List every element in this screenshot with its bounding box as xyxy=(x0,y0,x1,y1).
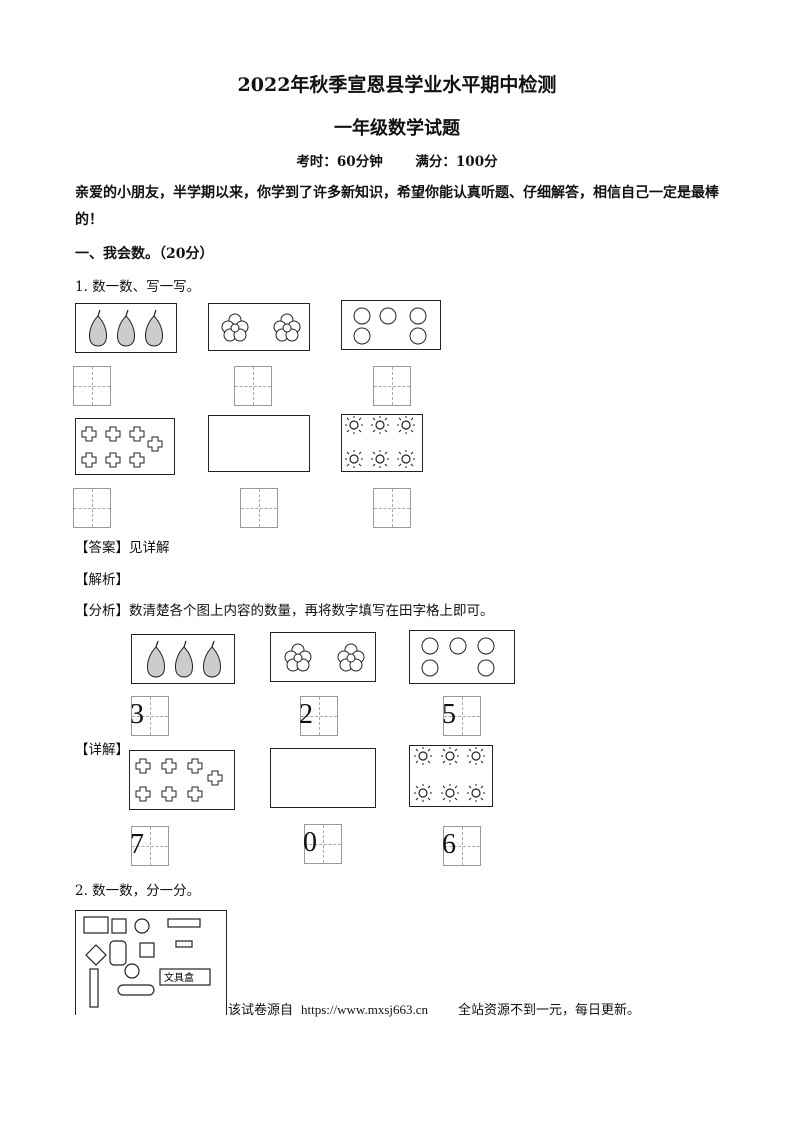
objects-illustration: 文具盒 xyxy=(83,916,211,1008)
solution-grid-6: 6 xyxy=(442,826,481,866)
answer-grid-1[interactable] xyxy=(73,366,111,406)
exam-score: 满分：100分 xyxy=(415,154,498,170)
sun-icon xyxy=(414,747,485,802)
solution-number: 0 xyxy=(303,827,317,858)
solution-grid-5: 0 xyxy=(303,824,342,864)
footer-source: 该试卷源自 xyxy=(228,1003,294,1018)
picture-box-pears xyxy=(75,303,177,353)
exam-meta: 考时：60分钟 满分：100分 xyxy=(0,150,794,170)
detail-tag: 【详解】 xyxy=(75,742,129,758)
solution-box-smileys xyxy=(409,630,515,684)
smiley-icon xyxy=(353,307,427,345)
solution-number: 5 xyxy=(442,699,456,730)
fenxi-line: 【分析】数清楚各个图上内容的数量，再将数字填写在田字格上即可。 xyxy=(75,599,494,619)
solution-box-empty xyxy=(270,748,376,808)
footer-note: 全站资源不到一元，每日更新。 xyxy=(458,1003,641,1018)
sun-icon xyxy=(345,416,415,468)
analysis-tag: 【解析】 xyxy=(75,572,129,588)
answer-tag: 【答案】 xyxy=(75,540,129,556)
answer-grid-5[interactable] xyxy=(240,488,278,528)
picture-box-empty xyxy=(208,415,310,472)
solution-box-flowers xyxy=(270,632,376,682)
answer-grid-3[interactable] xyxy=(373,366,411,406)
solution-grid-4: 7 xyxy=(130,826,169,866)
section-heading: 一、我会数。（20分） xyxy=(75,246,214,262)
flowers-icon xyxy=(221,313,301,342)
solution-number: 2 xyxy=(299,699,313,730)
answer-text: 见详解 xyxy=(129,540,170,556)
page-title: 2022年秋季宣恩县学业水平期中检测 xyxy=(237,74,557,96)
picture-box-crosses xyxy=(75,418,175,475)
picture-box-flowers xyxy=(208,303,310,351)
cross-shape-icon xyxy=(81,426,163,468)
solution-box-crosses xyxy=(129,750,235,810)
question-1-prompt: 1. 数一数、写一写。 xyxy=(75,279,201,295)
solution-grid-3: 5 xyxy=(442,696,481,736)
fenxi-tag: 【分析】 xyxy=(75,603,129,619)
solution-box-pears xyxy=(131,634,235,684)
objects-picture: 文具盒 xyxy=(75,910,227,1015)
pears-icon xyxy=(147,640,221,678)
solution-number: 7 xyxy=(130,829,144,860)
footer-link[interactable]: https://www.mxsj663.cn xyxy=(301,1002,429,1017)
fenxi-text: 数清楚各个图上内容的数量，再将数字填写在田字格上即可。 xyxy=(129,603,494,619)
solution-number: 6 xyxy=(442,829,456,860)
answer-grid-2[interactable] xyxy=(234,366,272,406)
answer-grid-6[interactable] xyxy=(373,488,411,528)
cross-shape-icon xyxy=(135,758,223,802)
smiley-icon xyxy=(421,637,495,677)
footer: 该试卷源自 https://www.mxsj663.cn 全站资源不到一元，每日更新… xyxy=(228,999,640,1018)
flowers-icon xyxy=(284,643,365,672)
answer-line: 【答案】见详解 xyxy=(75,536,170,556)
exam-time: 考时：60分钟 xyxy=(296,154,383,170)
solution-number: 3 xyxy=(130,699,144,730)
answer-grid-4[interactable] xyxy=(73,488,111,528)
picture-box-smileys xyxy=(341,300,441,350)
intro-text: 亲爱的小朋友，半学期以来，你学到了许多新知识，希望你能认真听题、仔细解答，相信自… xyxy=(75,185,719,228)
solution-box-suns xyxy=(409,745,493,807)
solution-grid-2: 2 xyxy=(299,696,338,736)
question-2-prompt: 2. 数一数，分一分。 xyxy=(75,883,201,899)
pencil-box-label: 文具盒 xyxy=(164,971,194,984)
pears-icon xyxy=(89,309,163,347)
picture-box-suns xyxy=(341,414,423,472)
solution-grid-1: 3 xyxy=(130,696,169,736)
page-subtitle: 一年级数学试题 xyxy=(334,118,460,139)
